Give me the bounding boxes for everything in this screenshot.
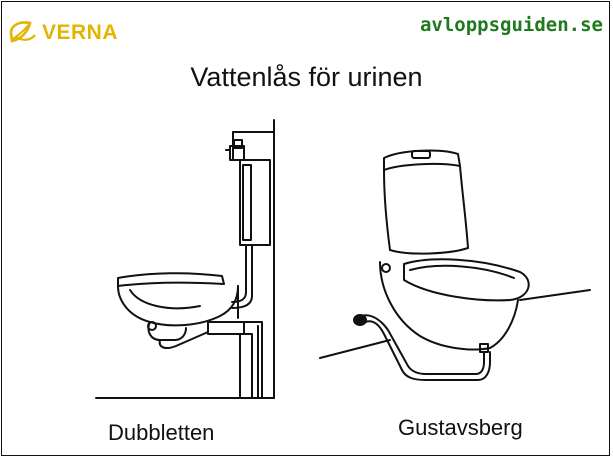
logo-text: VERNA bbox=[42, 21, 119, 44]
caption-gustavsberg: Gustavsberg bbox=[398, 415, 523, 440]
verna-logo: VERNA bbox=[8, 18, 118, 48]
slide-title: Vattenlås för urinen bbox=[190, 62, 423, 92]
gustavsberg-illustration bbox=[319, 149, 591, 381]
caption-dubbletten: Dubbletten bbox=[108, 420, 215, 445]
dubbletten-illustration bbox=[95, 119, 275, 399]
verna-leaf-icon bbox=[9, 21, 36, 43]
site-name: avloppsguiden.se bbox=[419, 14, 603, 36]
